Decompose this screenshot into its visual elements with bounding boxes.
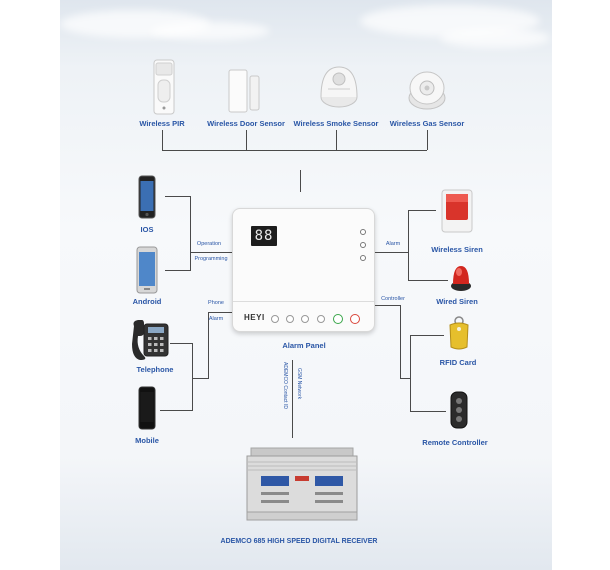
controller-link-line <box>375 305 400 306</box>
mobile-phone-icon <box>138 386 156 430</box>
telephone-icon <box>132 320 169 360</box>
sensor-label-smoke: Wireless Smoke Sensor <box>293 119 379 128</box>
wireless-siren-icon <box>441 189 473 233</box>
receiver-label: ADEMCO 685 HIGH SPEED DIGITAL RECEIVER <box>220 538 378 545</box>
alarm-connection-label-right: Alarm <box>385 241 401 247</box>
phone-bracket-line <box>192 343 193 411</box>
phone-label-android: Android <box>132 297 162 306</box>
android-phone-icon <box>136 246 158 294</box>
status-led <box>360 229 366 235</box>
panel-divider <box>233 301 374 302</box>
sensor-drop-line <box>162 130 163 150</box>
sensor-label-gas: Wireless Gas Sensor <box>389 119 465 128</box>
door-sensor-icon <box>228 69 260 113</box>
controller-bracket-line <box>410 335 444 336</box>
digital-receiver-icon <box>246 447 358 521</box>
phone-label-mobile: Mobile <box>135 436 159 445</box>
sensor-label-pir: Wireless PIR <box>139 119 185 128</box>
phone-bracket-line <box>170 343 192 344</box>
siren-bracket-line <box>408 210 409 281</box>
status-led <box>360 242 366 248</box>
rfid-card-icon <box>449 316 469 350</box>
panel-to-receiver-line <box>292 360 293 438</box>
alarm-panel-device: 88 HEYI <box>232 208 375 332</box>
panel-display: 88 <box>251 226 277 246</box>
siren-bracket-line <box>408 280 448 281</box>
phone-label-telephone: Telephone <box>136 365 174 374</box>
controller-bracket-line <box>410 411 446 412</box>
status-led <box>360 255 366 261</box>
wired-siren-icon <box>451 266 471 291</box>
output-label-remote-controller: Remote Controller <box>422 438 488 447</box>
app-to-panel-line <box>190 252 232 253</box>
sensor-label-door: Wireless Door Sensor <box>207 119 285 128</box>
sensor-bus-line <box>162 150 427 151</box>
operation-label: Operation <box>196 241 222 247</box>
panel-button <box>271 315 279 323</box>
phone-link-line <box>208 312 209 379</box>
gsm-network-label: GSM Network <box>296 368 302 400</box>
siren-to-panel-line <box>375 252 408 253</box>
controller-connection-label: Controller <box>381 296 405 302</box>
phone-bracket-line <box>165 270 190 271</box>
controller-bracket-line <box>410 335 411 412</box>
contact-id-label: ADEMCO Contact ID <box>282 362 288 409</box>
phone-bracket-line <box>190 196 191 271</box>
alarm-panel-label: Alarm Panel <box>282 341 326 350</box>
panel-button <box>301 315 309 323</box>
panel-button <box>317 315 325 323</box>
remote-controller-icon <box>450 391 468 429</box>
sos-button <box>350 314 360 324</box>
phone-label-ios: IOS <box>140 225 154 234</box>
gas-sensor-icon <box>408 71 446 110</box>
call-button <box>333 314 343 324</box>
smoke-sensor-icon <box>320 66 358 108</box>
panel-button <box>286 315 294 323</box>
output-label-wired-siren: Wired Siren <box>436 297 478 306</box>
output-label-wireless-siren: Wireless Siren <box>431 245 483 254</box>
phone-bracket-line <box>165 196 190 197</box>
programming-label: Programming <box>194 256 228 262</box>
alarm-connection-label-left: Alarm <box>208 316 224 322</box>
sensor-drop-line <box>246 130 247 150</box>
sensor-to-panel-line <box>300 170 301 192</box>
phone-link-line <box>208 312 232 313</box>
pir-sensor-icon <box>153 59 175 115</box>
iphone-icon <box>138 175 156 219</box>
controller-link-line <box>400 305 401 378</box>
controller-link-line <box>400 378 410 379</box>
sensor-drop-line <box>336 130 337 150</box>
sensor-drop-line <box>427 130 428 150</box>
phone-connection-label: Phone <box>208 300 224 306</box>
phone-bracket-line <box>160 410 192 411</box>
siren-bracket-line <box>408 210 436 211</box>
output-label-rfid-card: RFID Card <box>439 358 477 367</box>
phone-link-line <box>192 378 208 379</box>
panel-logo: HEYI <box>244 313 265 322</box>
